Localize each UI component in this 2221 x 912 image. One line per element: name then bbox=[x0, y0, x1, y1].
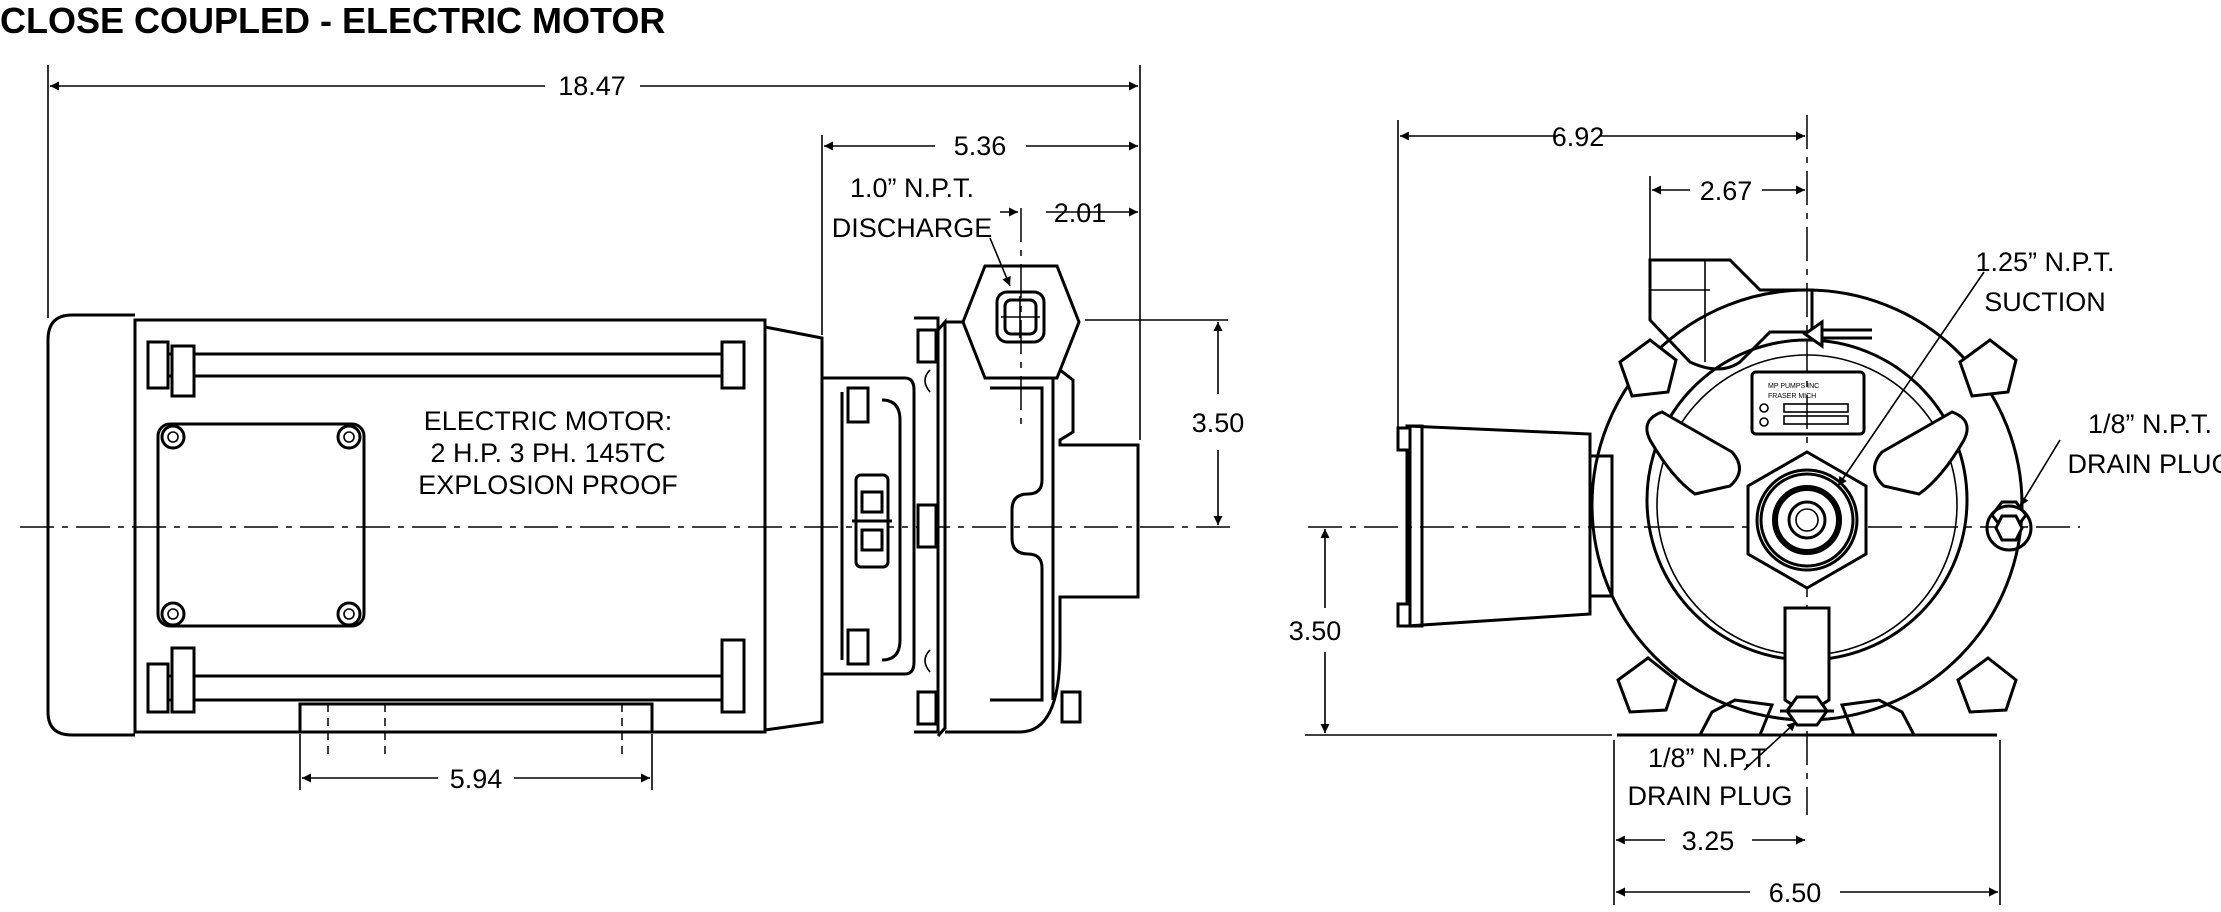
discharge-label-line-1: 1.0” N.P.T. bbox=[850, 173, 974, 203]
motor-label-line-3: EXPLOSION PROOF bbox=[418, 470, 678, 500]
motor-label-line-1: ELECTRIC MOTOR: bbox=[424, 406, 673, 436]
nameplate bbox=[1750, 370, 1866, 436]
pump-rear-flange bbox=[914, 316, 940, 734]
rib-bottom bbox=[1783, 606, 1831, 710]
end-motor-cap bbox=[1405, 424, 1592, 628]
junction-box-plate bbox=[156, 422, 366, 628]
drain-plug-right-leader bbox=[2019, 439, 2061, 507]
motor-end-cap bbox=[46, 313, 135, 737]
suction-label-line-1: 1.25” N.P.T. bbox=[1975, 247, 2114, 277]
shaft bbox=[1795, 508, 1819, 532]
dim-discharge-height: 3.50 bbox=[1192, 408, 1245, 438]
motor-face-flange bbox=[764, 325, 824, 732]
drawing-title: CLOSE COUPLED - ELECTRIC MOTOR bbox=[0, 0, 665, 41]
dim-foot-spacing: 5.94 bbox=[450, 764, 503, 794]
junction-bolt bbox=[160, 424, 186, 450]
svg-text:FRASER MICH: FRASER MICH bbox=[1768, 393, 1816, 400]
drain-plug-right-line-1: 1/8” N.P.T. bbox=[2088, 409, 2212, 439]
motor-label-line-2: 2 H.P. 3 PH. 145TC bbox=[430, 438, 665, 468]
pump-casing bbox=[945, 320, 1140, 734]
dim-width-to-center: 6.92 bbox=[1552, 122, 1605, 152]
suction-label-line-2: SUCTION bbox=[1984, 287, 2106, 317]
drain-plug-bottom-line-2: DRAIN PLUG bbox=[1627, 781, 1792, 811]
rib-left bbox=[1645, 410, 1741, 496]
adapter-bracket bbox=[822, 376, 916, 676]
discharge-leader bbox=[989, 237, 1011, 287]
motor-body bbox=[133, 318, 767, 734]
dim-foot-half-width: 3.25 bbox=[1682, 826, 1735, 856]
dim-shaft-height: 3.50 bbox=[1289, 616, 1342, 646]
adapter-bolt bbox=[846, 386, 870, 424]
shaft-seal bbox=[1772, 485, 1842, 555]
discharge-label-line-2: DISCHARGE bbox=[832, 213, 993, 243]
tie-rod-nut bbox=[146, 340, 170, 390]
dim-discharge-offset: 2.01 bbox=[1054, 198, 1107, 228]
side-view: ELECTRIC MOTOR: 2 H.P. 3 PH. 145TC EXPLO… bbox=[20, 65, 1244, 794]
dim-foot-width: 6.50 bbox=[1769, 878, 1822, 908]
suction-pipe bbox=[1648, 258, 1814, 371]
drain-plug-bottom-line-1: 1/8” N.P.T. bbox=[1648, 743, 1772, 773]
rib-right bbox=[1873, 410, 1969, 496]
dim-pump-length: 5.36 bbox=[954, 131, 1007, 161]
motor-foot bbox=[298, 702, 654, 734]
volute-outline bbox=[990, 386, 1044, 702]
dim-discharge-to-center: 2.67 bbox=[1700, 176, 1753, 206]
svg-text:MP PUMPS INC: MP PUMPS INC bbox=[1768, 383, 1819, 390]
casing-bolt bbox=[916, 328, 938, 364]
drain-plug-bottom-leader bbox=[1743, 721, 1797, 771]
dim-overall-length: 18.47 bbox=[558, 71, 626, 101]
suction-leader bbox=[1837, 271, 1985, 487]
drain-plug-right-line-2: DRAIN PLUG bbox=[2067, 449, 2221, 479]
mount-lug bbox=[1618, 338, 1678, 398]
end-view: MP PUMPS INC FRASER MICH 6.92 bbox=[1289, 115, 2221, 908]
